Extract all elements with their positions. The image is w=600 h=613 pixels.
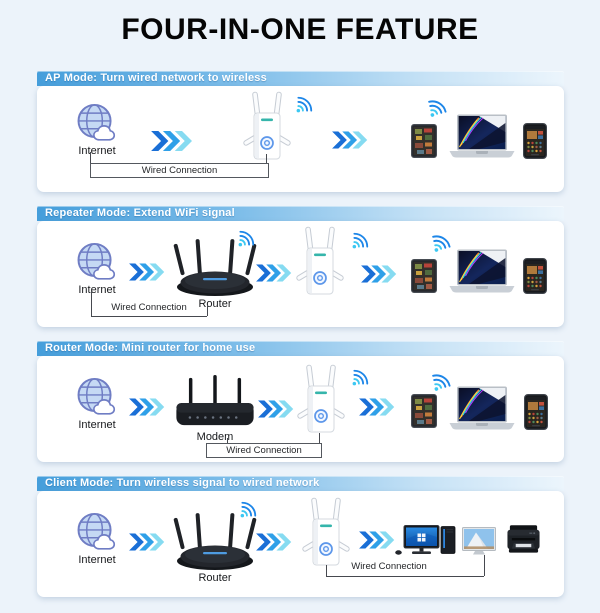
triple-chevron-right-icon (129, 398, 165, 416)
internet-label: Internet (78, 145, 116, 157)
modem-label: Modem (196, 431, 234, 443)
internet-node: Internet (65, 102, 129, 157)
wired-connection-label: Wired Connection (90, 163, 269, 178)
triple-chevron-right-icon (332, 131, 368, 149)
section-ap-mode: AP Mode: Turn wired network to wireless … (37, 71, 564, 192)
section-header: Repeater Mode: Extend WiFi signal (37, 206, 564, 221)
wifi-extender-device (294, 226, 346, 302)
wifi-signal-icon (425, 94, 450, 119)
globe-cloud-icon (74, 102, 120, 144)
modem-device (173, 374, 257, 430)
smartphone-device (523, 123, 547, 159)
wire-line (319, 433, 320, 443)
wifi-signal-icon (295, 94, 315, 114)
diagram-panel: Internet Wired Connection (37, 86, 564, 192)
modem-node: Modem (173, 374, 257, 443)
wired-connection-label: Wired Connection (206, 443, 322, 458)
laptop-device (449, 114, 515, 158)
wifi-signal-icon (239, 499, 259, 519)
triple-chevron-right-icon (129, 263, 165, 281)
internet-node: Internet (65, 511, 129, 566)
wire-line (484, 555, 485, 576)
router-label: Router (198, 298, 232, 310)
triple-chevron-right-icon (258, 400, 294, 418)
internet-label: Internet (78, 554, 116, 566)
smartphone-device (524, 394, 548, 430)
page-title: FOUR-IN-ONE FEATURE (121, 13, 479, 46)
internet-label: Internet (78, 284, 116, 296)
wifi-signal-icon (351, 230, 371, 250)
triple-chevron-right-icon (361, 265, 397, 283)
section-header: Router Mode: Mini router for home use (37, 341, 564, 356)
wifi-extender-device (295, 364, 347, 440)
wire-line (91, 291, 92, 316)
wire-line (90, 152, 91, 163)
wire-line (326, 576, 484, 577)
wire-line (266, 154, 267, 163)
section-repeater-mode: Repeater Mode: Extend WiFi signal Intern… (37, 206, 564, 327)
internet-label: Internet (78, 419, 116, 431)
triple-chevron-right-icon (129, 533, 165, 551)
globe-cloud-icon (74, 241, 120, 283)
section-client-mode: Client Mode: Turn wireless signal to wir… (37, 476, 564, 597)
triple-chevron-right-icon (359, 398, 395, 416)
router-node: Router (173, 509, 257, 584)
internet-node: Internet (65, 241, 129, 296)
section-header-label: AP Mode: Turn wired network to wireless (45, 72, 267, 84)
section-router-mode: Router Mode: Mini router for home use In… (37, 341, 564, 462)
router-node: Router (173, 235, 257, 310)
section-header-label: Repeater Mode: Extend WiFi signal (45, 207, 235, 219)
wire-line (207, 305, 208, 316)
router-label: Router (198, 572, 232, 584)
diagram-panel: Internet Modem Wired Connection (37, 356, 564, 462)
internet-node: Internet (65, 376, 129, 431)
desktop-pc-device (395, 525, 459, 556)
diagram-panel: Internet Router Wired Connection (37, 491, 564, 597)
triple-chevron-right-icon (256, 264, 292, 282)
globe-cloud-icon (74, 511, 120, 553)
section-header-label: Client Mode: Turn wireless signal to wir… (45, 477, 320, 489)
laptop-device (449, 249, 515, 293)
wifi-signal-icon (237, 228, 257, 248)
triple-chevron-right-icon (151, 131, 193, 151)
globe-cloud-icon (74, 376, 120, 418)
smartphone-device (523, 258, 547, 294)
wire-line (326, 565, 327, 576)
section-header: Client Mode: Turn wireless signal to wir… (37, 476, 564, 491)
wired-connection-label: Wired Connection (351, 561, 427, 572)
tablet-device (411, 124, 437, 158)
section-header: AP Mode: Turn wired network to wireless (37, 71, 564, 86)
wired-connection-label: Wired Connection (111, 302, 187, 313)
section-header-label: Router Mode: Mini router for home use (45, 342, 256, 354)
printer-device (506, 524, 541, 555)
tablet-device (411, 259, 437, 293)
tablet-device (411, 394, 437, 428)
wifi-extender-device (241, 91, 293, 167)
laptop-device (449, 386, 515, 430)
diagram-panel: Internet Router Wired Connection (37, 221, 564, 327)
wire-line (91, 316, 207, 317)
triple-chevron-right-icon (359, 531, 395, 549)
triple-chevron-right-icon (256, 533, 292, 551)
tv-device (462, 527, 496, 555)
wifi-signal-icon (351, 367, 371, 387)
wire-line (227, 438, 228, 443)
